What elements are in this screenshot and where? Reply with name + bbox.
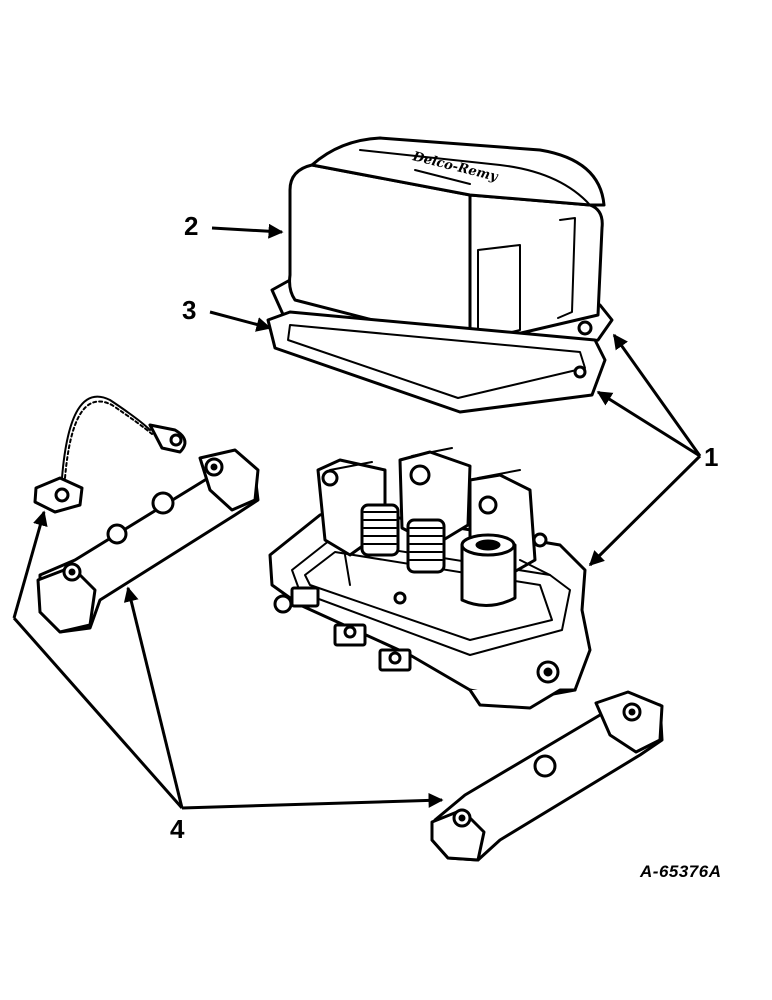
figure-id: A-65376A: [640, 862, 722, 881]
mounting-strap-right: [430, 690, 664, 862]
leader-lines: [12, 223, 702, 810]
coil-right: [460, 533, 517, 607]
callout-4: 4: [170, 814, 185, 844]
regulator-base-assembly: [268, 447, 592, 710]
callout-1: 1: [704, 442, 719, 472]
coil-left: [360, 503, 400, 557]
gasket: [266, 310, 607, 414]
callout-2: 2: [184, 211, 199, 241]
coil-middle: [406, 518, 446, 574]
mounting-strap-left: [33, 395, 260, 634]
callout-3: 3: [182, 295, 197, 325]
